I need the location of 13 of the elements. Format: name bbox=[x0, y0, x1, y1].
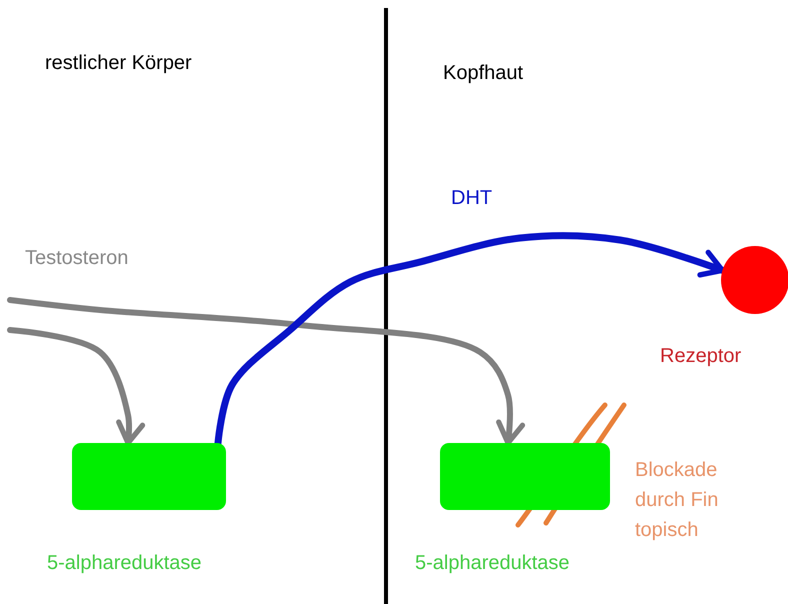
enzyme-box bbox=[440, 443, 610, 510]
arrow bbox=[7, 327, 146, 446]
arrow bbox=[214, 232, 726, 446]
text-label: Kopfhaut bbox=[443, 62, 524, 85]
arrow bbox=[7, 297, 526, 446]
node-label: Rezeptor bbox=[660, 345, 742, 368]
node-label: 5-alphareduktase bbox=[47, 552, 202, 575]
edge-label: DHT bbox=[451, 187, 492, 210]
text-label: Blockade durch Fin topisch bbox=[635, 458, 720, 543]
node-label: 5-alphareduktase bbox=[415, 552, 570, 575]
text-label: restlicher Körper bbox=[45, 52, 192, 75]
text-label: Testosteron bbox=[25, 247, 128, 270]
enzyme-box bbox=[72, 443, 226, 510]
